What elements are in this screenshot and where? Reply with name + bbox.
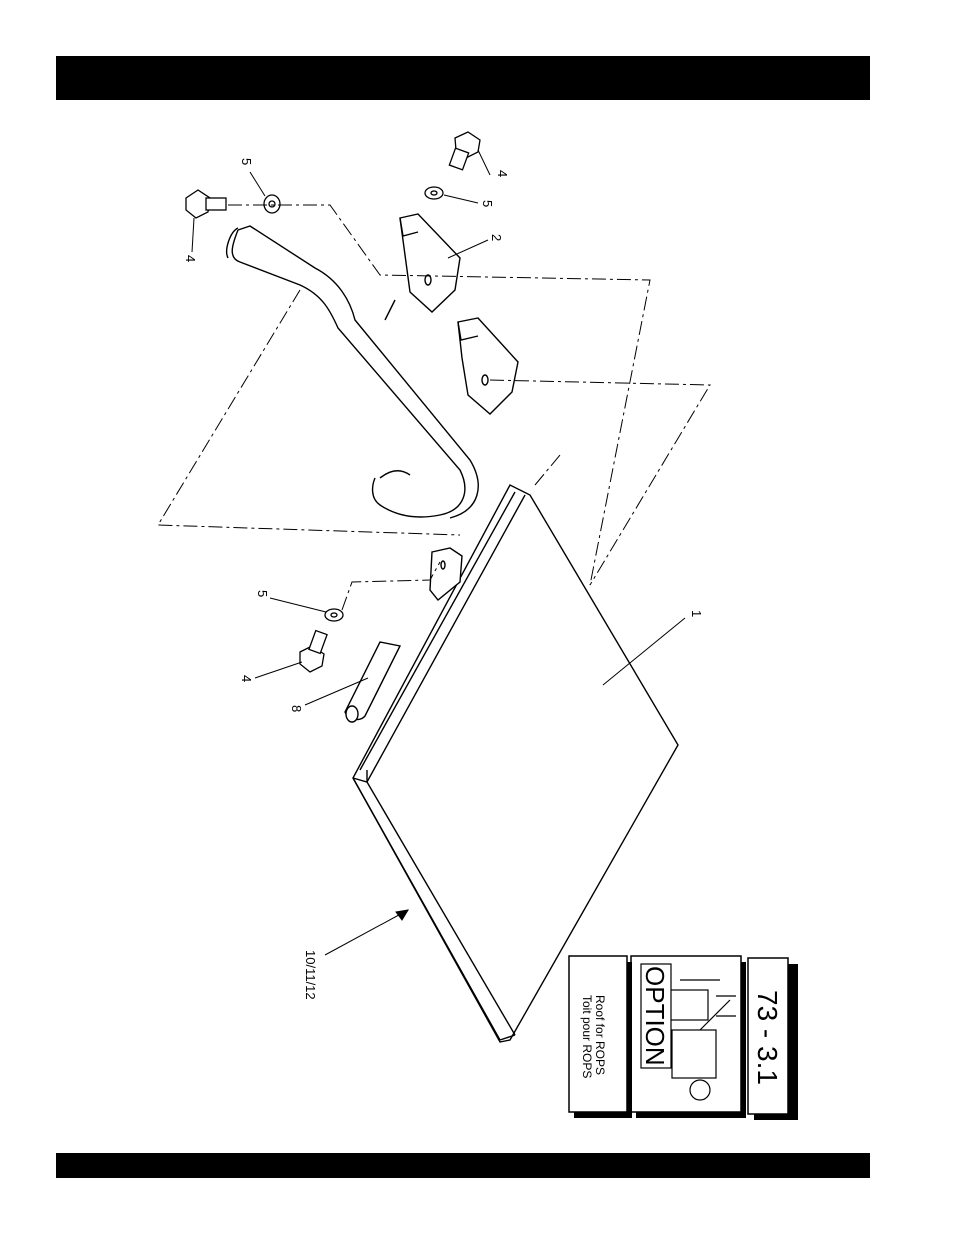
callout-4-top-left: 4 <box>183 255 198 262</box>
option-badge: OPTION <box>640 966 670 1066</box>
assembly-callout: 10/11/12 <box>303 950 318 1000</box>
callout-2: 2 <box>489 234 504 241</box>
option-box: OPTION <box>631 956 746 1118</box>
bolt-top-right <box>449 132 480 170</box>
callout-5-bottom: 5 <box>255 590 270 597</box>
washer-top-left <box>264 195 280 213</box>
callout-4-top-right: 4 <box>495 170 510 177</box>
roof-panel <box>353 485 678 1042</box>
callout-5-top-right: 5 <box>480 200 495 207</box>
callout-8: 8 <box>289 705 304 712</box>
callout-4-bottom: 4 <box>239 675 254 682</box>
title-block: 73 - 3.1 OPTION Roof for ROPS Toit pour <box>569 956 798 1120</box>
page-number: 73 - 3.1 <box>752 990 783 1085</box>
page-number-box: 73 - 3.1 <box>748 958 798 1120</box>
washer-top-right <box>425 187 443 199</box>
description-box: Roof for ROPS Toit pour ROPS <box>569 956 632 1118</box>
washer-bottom <box>325 609 343 621</box>
bracket-lower <box>458 318 518 414</box>
bolt-top-left <box>186 190 226 218</box>
description-en: Roof for ROPS <box>593 995 607 1075</box>
callout-1: 1 <box>689 610 704 617</box>
description-fr: Toit pour ROPS <box>580 995 594 1078</box>
callout-5-top-left: 5 <box>239 158 254 165</box>
bracket-upper <box>385 214 460 320</box>
bolt-bottom <box>300 631 327 672</box>
